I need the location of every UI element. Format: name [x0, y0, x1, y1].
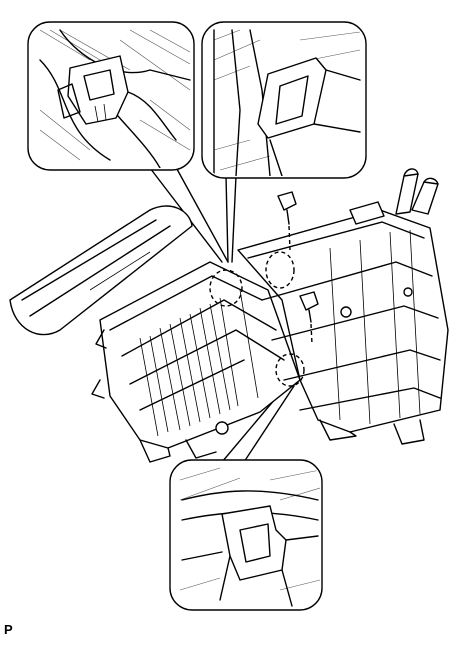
- connector-callout: [27, 21, 195, 171]
- figure-code-label: P: [4, 622, 13, 637]
- screw-lower: [299, 291, 319, 345]
- locator-circles: [209, 251, 305, 387]
- screw-upper: [277, 191, 297, 251]
- air-conditioning-unit-housing: [9, 205, 301, 463]
- claw-callout: [169, 459, 323, 611]
- clamp-callout: [201, 21, 367, 179]
- heater-radiator-assembly: [237, 168, 449, 445]
